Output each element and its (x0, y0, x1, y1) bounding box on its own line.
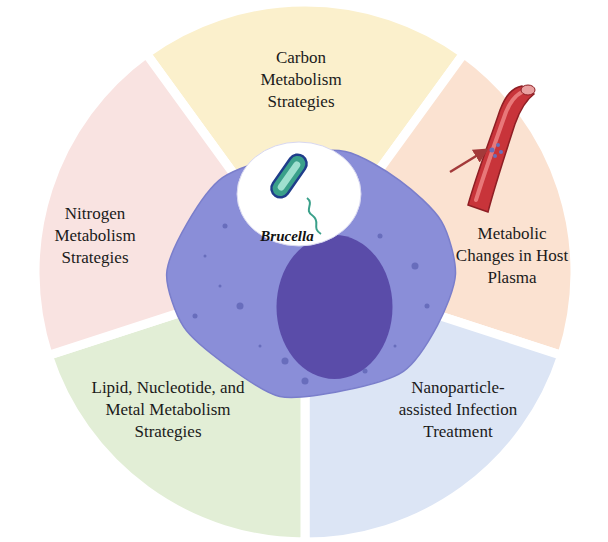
cytoplasm-granule (259, 345, 262, 348)
cytoplasm-granule (302, 378, 309, 385)
cytoplasm-granule (394, 345, 397, 348)
segment-label: Nanoparticle-assisted Infection Treatmen… (388, 377, 528, 443)
cell-shape (165, 146, 460, 398)
host-cell: Brucella (165, 146, 460, 398)
cytoplasm-granule (204, 255, 207, 258)
segment-label: Nitrogen Metabolism Strategies (43, 203, 148, 269)
cytoplasm-granule (412, 263, 419, 270)
cytoplasm-granule (193, 314, 198, 319)
cytoplasm-granule (282, 358, 289, 365)
bacterium-icon (268, 151, 310, 201)
cytoplasm-granule (223, 224, 228, 229)
segment-label: Lipid, Nucleotide, and Metal Metabolism … (81, 377, 256, 443)
segment-label: Metabolic Changes in Host Plasma (452, 223, 572, 289)
organism-label: Brucella (260, 228, 313, 245)
cytoplasm-granule (219, 285, 222, 288)
vacuole (237, 142, 361, 246)
cell-nucleus (277, 235, 393, 379)
cytoplasm-granule (425, 304, 430, 309)
segment-label: Carbon Metabolism Strategies (246, 47, 356, 113)
cytoplasm-granule (378, 234, 383, 239)
cytoplasm-granule (237, 303, 244, 310)
